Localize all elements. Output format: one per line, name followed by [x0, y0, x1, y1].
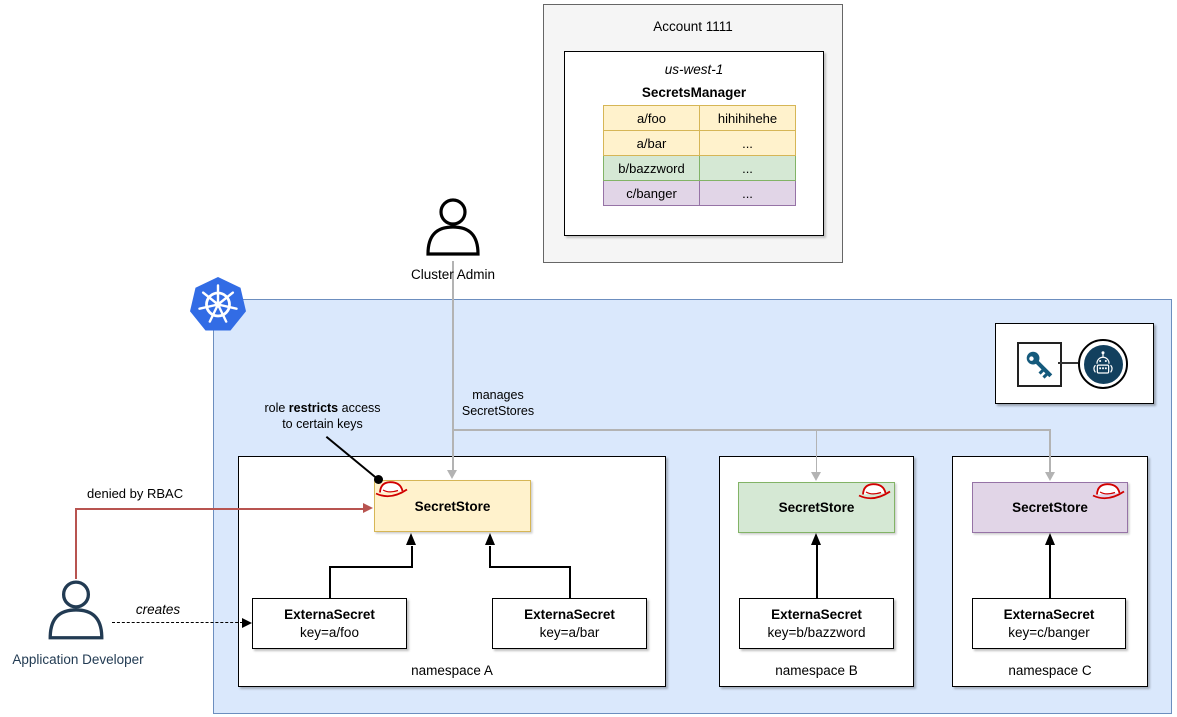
arrowhead-right-red	[363, 503, 373, 513]
external-secrets-robot-icon	[1078, 339, 1128, 389]
creates-label: creates	[135, 602, 181, 617]
secret-value: ...	[699, 155, 796, 181]
externalsecret-a-foo: ExternaSecret key=a/foo	[252, 598, 407, 649]
branch-to-storeB-line	[815, 429, 818, 473]
table-row: a/bar ...	[603, 130, 796, 156]
denied-line-vertical	[75, 508, 77, 579]
key-icon	[1026, 351, 1052, 379]
connector	[569, 566, 571, 599]
arrowhead-right-black	[242, 617, 252, 628]
connector	[328, 566, 413, 568]
eso-icons-box	[995, 323, 1154, 404]
manages-branch-line	[452, 429, 1050, 431]
admin-to-storeA-line	[452, 261, 454, 471]
externalsecret-a-bar: ExternaSecret key=a/bar	[492, 598, 647, 649]
connector	[489, 546, 491, 567]
connector	[328, 566, 331, 599]
secret-key: c/banger	[603, 180, 700, 206]
cluster-admin-person-icon	[421, 197, 485, 261]
annotation-dot	[374, 475, 383, 484]
creates-line	[112, 622, 243, 623]
secretstore-a: SecretStore	[374, 480, 531, 532]
arrowhead-up	[484, 533, 495, 545]
connector	[410, 546, 413, 567]
redhat-fedora-icon	[374, 479, 409, 506]
arrowhead-up	[811, 533, 821, 545]
namespace-c-label: namespace C	[1008, 663, 1092, 678]
secret-value: ...	[699, 180, 796, 206]
externalsecret-c: ExternaSecret key=c/banger	[972, 598, 1126, 649]
cluster-admin-label: Cluster Admin	[410, 267, 496, 282]
service-label: SecretsManager	[641, 85, 747, 100]
secret-key: a/bar	[603, 130, 700, 156]
manages-label: manages SecretStores	[461, 388, 535, 418]
kubernetes-logo-icon	[189, 276, 247, 334]
connector	[1049, 545, 1051, 599]
application-developer-label: Application Developer	[12, 652, 144, 667]
arrowhead-down-gray	[811, 472, 821, 481]
namespace-a-label: namespace A	[411, 663, 493, 678]
account-box: Account 1111 us-west-1 SecretsManager a/…	[543, 4, 843, 263]
icon-link-line	[1058, 362, 1078, 364]
table-row: c/banger ...	[603, 180, 796, 206]
arrowhead-down-gray	[447, 470, 457, 479]
region-label: us-west-1	[664, 62, 724, 77]
secrets-table: a/foo hihihihehe a/bar ... b/bazzword ..…	[603, 105, 796, 206]
role-restricts-label: role restricts access to certain keys	[264, 401, 381, 431]
account-title: Account 1111	[653, 19, 733, 34]
branch-to-storeC-line	[1049, 429, 1051, 473]
application-developer-person-icon	[43, 578, 109, 646]
key-icon-box	[1017, 342, 1062, 387]
denied-line-horizontal	[75, 508, 365, 510]
denied-by-rbac-label: denied by RBAC	[87, 486, 184, 501]
secret-key: a/foo	[603, 105, 700, 131]
secret-value: ...	[699, 130, 796, 156]
connector	[815, 545, 818, 599]
namespace-b-label: namespace B	[775, 663, 858, 678]
externalsecret-b: ExternaSecret key=b/bazzword	[739, 598, 894, 649]
connector	[489, 566, 571, 568]
arrowhead-down-gray	[1044, 472, 1055, 481]
region-box: us-west-1 SecretsManager a/foo hihihiheh…	[564, 51, 824, 236]
secret-key: b/bazzword	[603, 155, 700, 181]
arrowhead-up	[1044, 533, 1055, 545]
table-row: b/bazzword ...	[603, 155, 796, 181]
arrowhead-up	[406, 533, 416, 545]
secret-value: hihihihehe	[699, 105, 796, 131]
redhat-fedora-icon	[857, 481, 892, 508]
table-row: a/foo hihihihehe	[603, 105, 796, 131]
redhat-fedora-icon	[1091, 481, 1126, 508]
